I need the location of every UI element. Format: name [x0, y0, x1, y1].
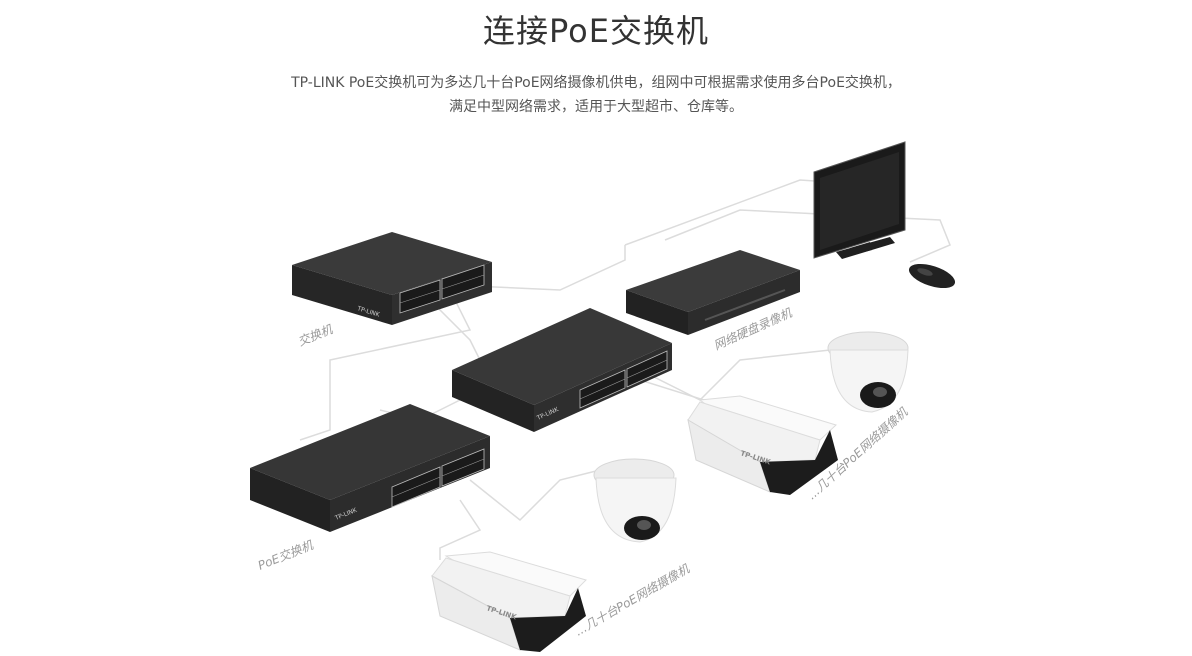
- cable-poe-bullet-left: [439, 499, 482, 560]
- core-poe-switch-device: TP-LINK: [452, 308, 672, 432]
- monitor: [813, 141, 906, 259]
- label-cameras-left: ...几十台PoE网络摄像机: [573, 561, 693, 638]
- poe-switch-device: TP-LINK: [250, 404, 490, 532]
- label-poe-switch: PoE交换机: [256, 538, 316, 573]
- cable-core-dome-right: [639, 349, 831, 401]
- bullet-camera-left: TP-LINK: [431, 551, 587, 652]
- dome-camera-left: [593, 458, 677, 543]
- cable-poe-dome-left: [469, 469, 601, 522]
- description-line-2: 满足中型网络需求，适用于大型超市、仓库等。: [449, 99, 743, 115]
- bullet-camera-right: TP-LINK: [687, 395, 838, 495]
- label-switch: 交换机: [296, 322, 336, 349]
- cable-mouse: [664, 209, 951, 263]
- page-title: 连接PoE交换机: [483, 12, 709, 50]
- nvr-device: [626, 250, 800, 335]
- cable-switch-core: [429, 299, 481, 361]
- cable-switch-poe: [299, 289, 472, 441]
- cable-nvr-switch: [449, 245, 626, 291]
- description-line-1: TP-LINK PoE交换机可为多达几十台PoE网络摄像机供电，组网中可根据需求…: [291, 75, 901, 91]
- mouse-icon: [908, 263, 956, 289]
- dome-camera-right: [827, 331, 909, 413]
- switch-device: TP-LINK: [292, 232, 492, 325]
